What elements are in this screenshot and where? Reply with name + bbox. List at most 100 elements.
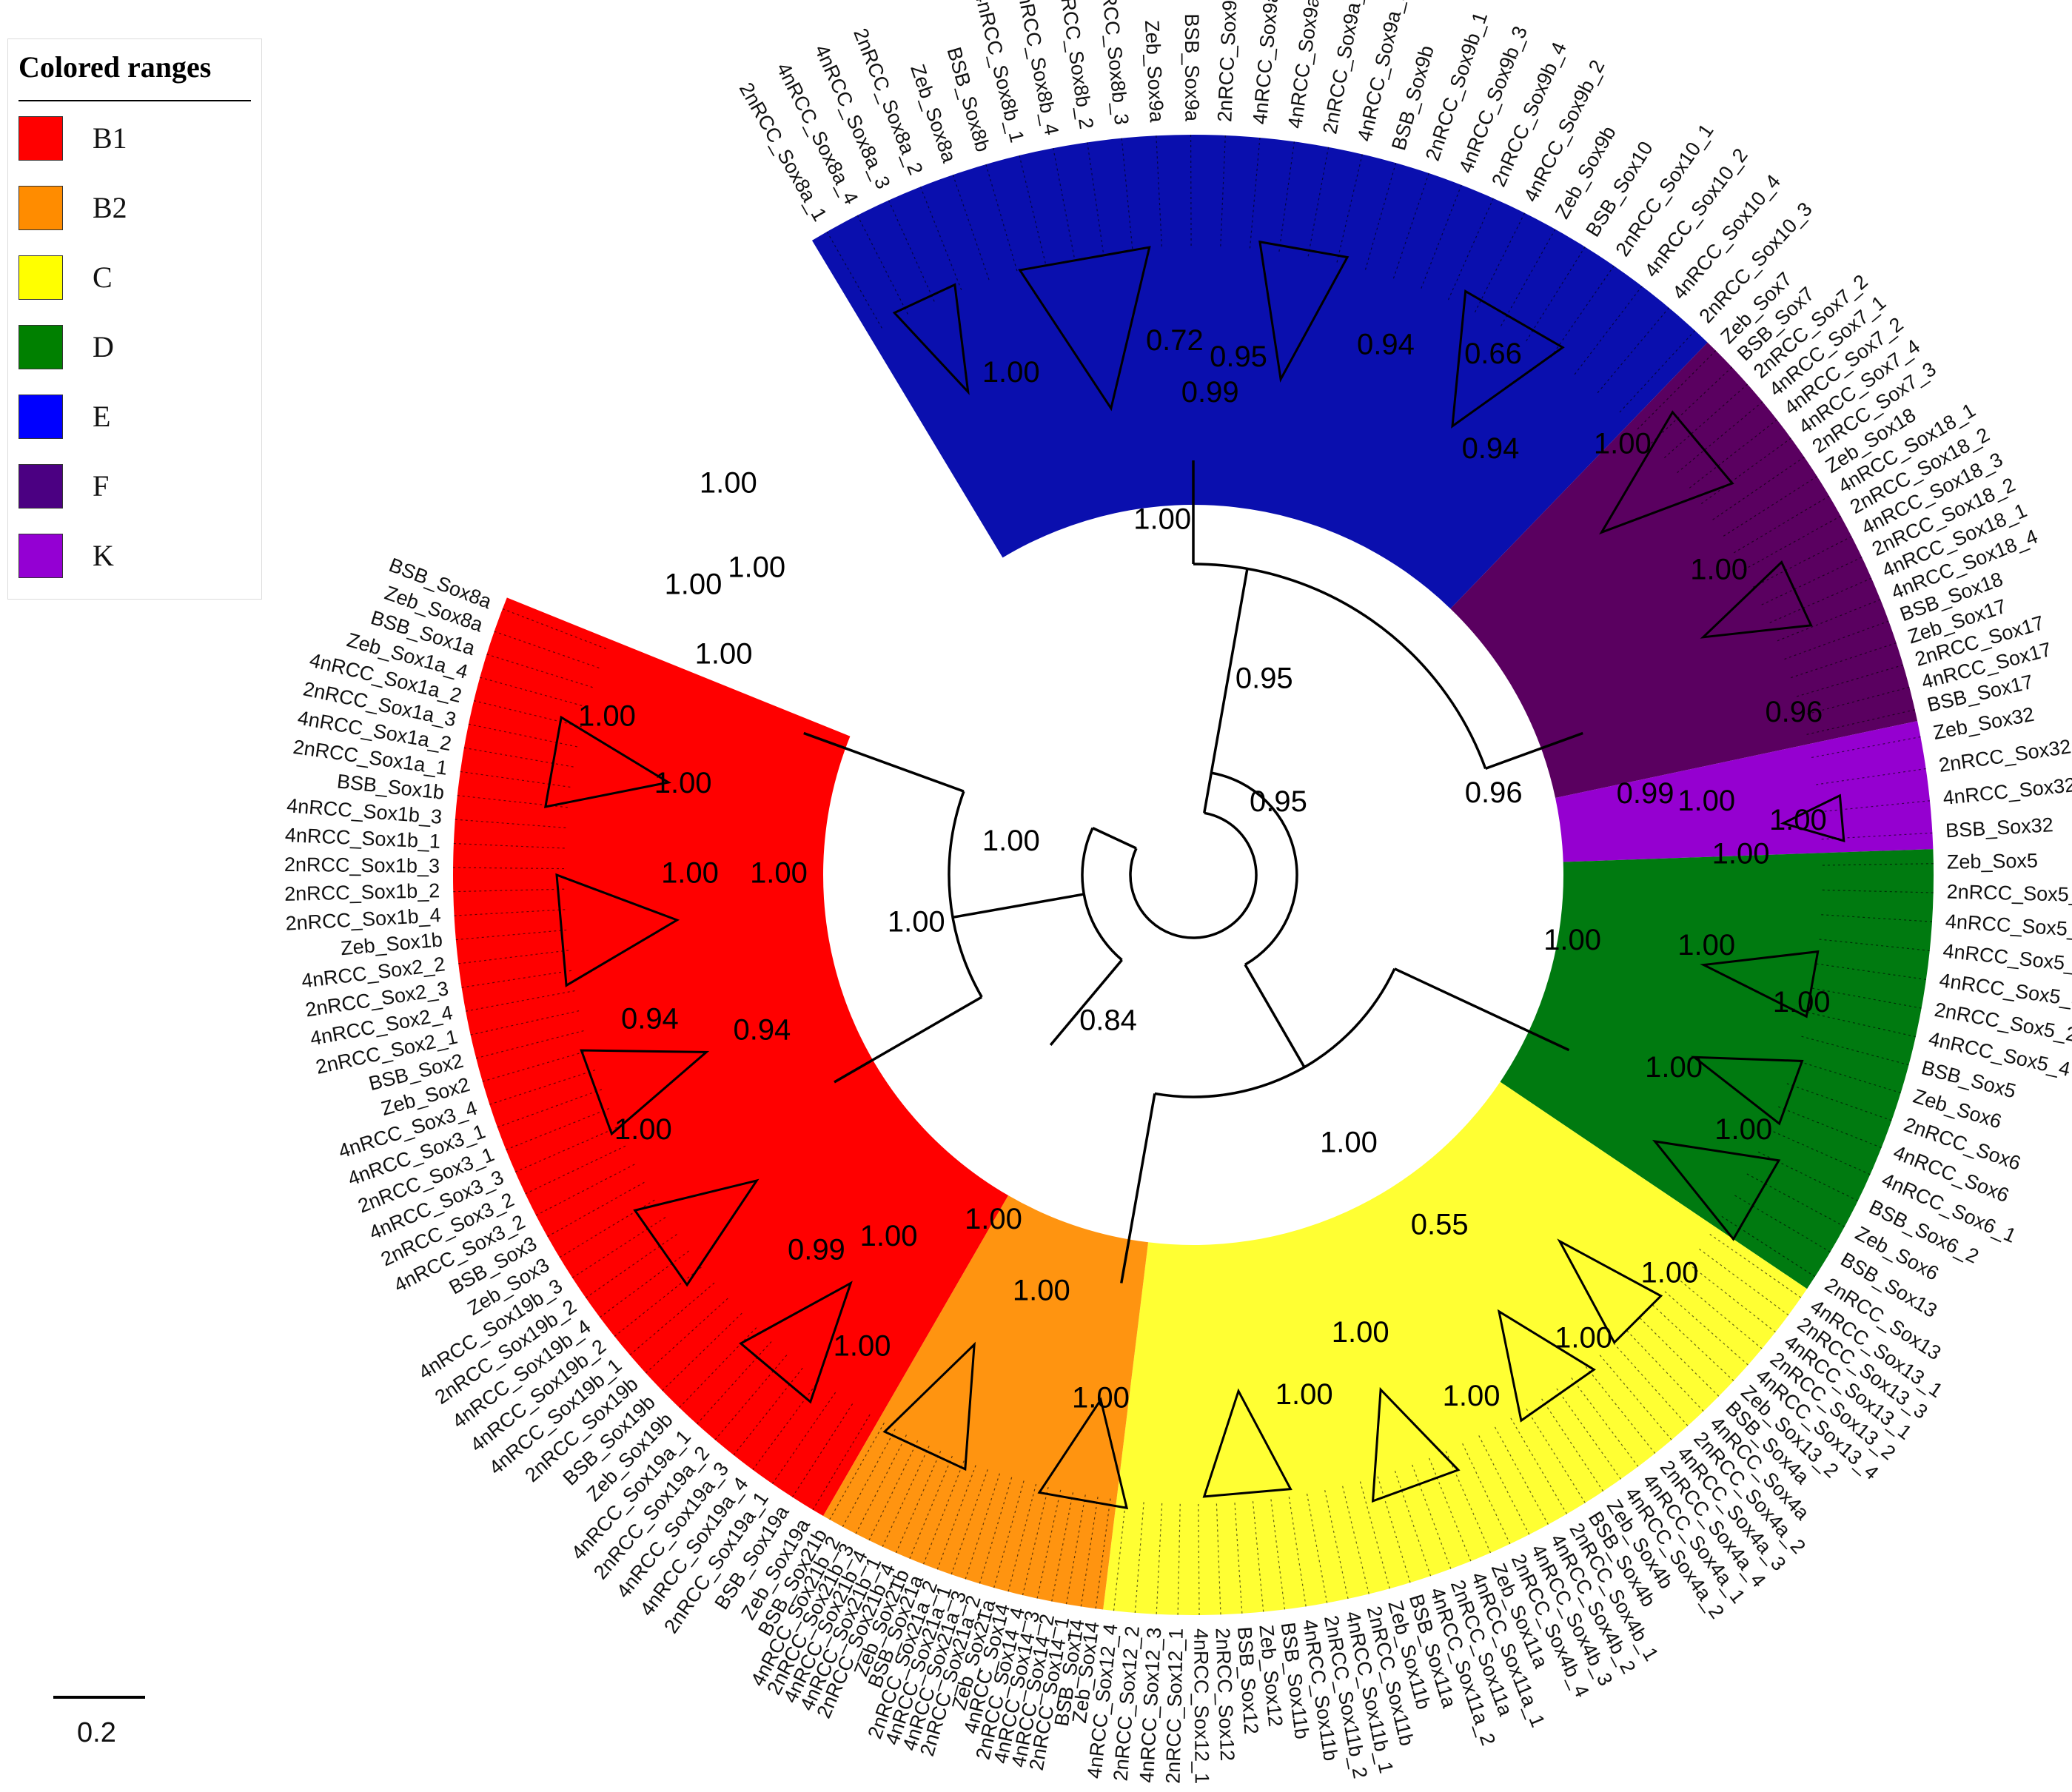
scale-bar <box>53 1696 145 1699</box>
legend-label-k: K <box>93 539 114 572</box>
collapsed-clade <box>543 715 672 808</box>
leaf-label: 4nRCC_Sox9a_4 <box>1249 0 1285 125</box>
tree-branch <box>1485 731 1583 770</box>
leaf-label: 2nRCC_Sox32 <box>1937 735 2072 776</box>
support-value: 0.94 <box>1462 432 1520 465</box>
leaf-label: Zeb_Sox5 <box>1947 850 2039 873</box>
support-value: 0.94 <box>1357 328 1415 360</box>
support-value: 1.00 <box>860 1220 918 1252</box>
support-value: 1.00 <box>1332 1316 1389 1349</box>
support-value: 1.00 <box>1320 1126 1378 1158</box>
support-value: 1.00 <box>1133 503 1191 535</box>
legend-swatch-c <box>19 255 63 300</box>
collapsed-clade <box>739 1281 853 1404</box>
leaf-label: 4nRCC_Sox32 <box>1942 773 2072 809</box>
collapsed-clade <box>1599 410 1734 535</box>
scale-bar-label: 0.2 <box>77 1717 116 1748</box>
support-value: 1.00 <box>1690 554 1748 586</box>
legend-label-f: F <box>93 469 110 503</box>
support-value: 1.00 <box>888 906 945 939</box>
legend-swatch-f <box>19 464 63 509</box>
collapsed-clade <box>1037 1397 1129 1510</box>
leaf-label: 4nRCC_Sox12_1 <box>1190 1628 1213 1784</box>
leaf-label: BSB_Sox9a <box>1181 13 1204 122</box>
support-value: 0.66 <box>1464 338 1522 370</box>
collapsed-clade <box>1700 560 1813 639</box>
legend-swatch-k <box>19 534 63 578</box>
legend-divider <box>19 100 251 101</box>
legend-label-b1: B1 <box>93 121 127 155</box>
leaf-label: Zeb_Sox9a <box>1141 19 1168 123</box>
collapsed-clade <box>1780 793 1845 842</box>
support-value: 0.94 <box>733 1014 791 1047</box>
support-value: 1.00 <box>1641 1257 1699 1289</box>
tree-branch <box>1210 568 1249 773</box>
support-value: 0.55 <box>1411 1209 1469 1241</box>
range-e <box>811 134 1708 609</box>
support-value: 1.00 <box>965 1203 1022 1235</box>
support-value: 0.84 <box>1079 1004 1137 1037</box>
collapsed-clade <box>555 873 680 987</box>
support-value: 0.95 <box>1250 785 1307 818</box>
collapsed-clade <box>1652 1139 1781 1241</box>
collapsed-clade <box>1258 240 1350 383</box>
support-value: 1.00 <box>1443 1380 1501 1412</box>
support-value: 1.00 <box>750 857 808 890</box>
support-value: 1.00 <box>982 356 1040 389</box>
tree-branch <box>1092 827 1137 850</box>
support-value: 1.00 <box>1769 804 1827 836</box>
support-value: 1.00 <box>1013 1274 1070 1306</box>
leaf-label: 2nRCC_Sox1b_2 <box>284 879 440 905</box>
range-b2 <box>823 1195 1149 1610</box>
support-value: 1.00 <box>665 568 722 601</box>
leaf-label: 2nRCC_Sox9a_1 <box>1213 0 1242 123</box>
leaf-label: 4nRCC_Sox9a_2 <box>1284 0 1327 130</box>
collapsed-clade <box>1018 246 1151 412</box>
legend-label-d: D <box>93 330 114 363</box>
support-value: 0.99 <box>1617 777 1674 810</box>
support-value: 1.00 <box>1677 929 1735 962</box>
tree-branch <box>1203 772 1213 813</box>
collapsed-clade <box>1557 1238 1663 1345</box>
tree-branch <box>948 791 983 998</box>
support-value: 1.00 <box>982 825 1040 857</box>
leaf-label: 2nRCC_Sox1b_3 <box>284 853 440 877</box>
support-value: 1.00 <box>654 767 712 799</box>
tree-branch <box>1049 959 1123 1046</box>
tree-branch <box>1244 964 1306 1068</box>
support-value: 0.95 <box>1210 340 1267 373</box>
range-c <box>1103 1081 1808 1615</box>
support-value: 0.72 <box>1146 324 1204 357</box>
legend-label-b2: B2 <box>93 191 127 224</box>
leaf-label: 2nRCC_Sox12_1 <box>1161 1628 1187 1784</box>
tree-branch <box>1081 827 1123 962</box>
legend-swatch-b1 <box>19 116 63 161</box>
support-value: 1.00 <box>1677 785 1735 817</box>
support-value: 0.94 <box>621 1002 679 1035</box>
tree-branch <box>1154 968 1396 1098</box>
range-f <box>1450 342 1918 799</box>
collapsed-clade <box>1371 1386 1461 1503</box>
legend-label-e: E <box>93 400 111 433</box>
support-value: 0.99 <box>1181 376 1239 409</box>
collapsed-clade <box>580 1049 710 1136</box>
collapsed-clade <box>1451 289 1565 429</box>
tree-branch <box>1120 1093 1156 1283</box>
leaf-label: 4nRCC_Sox5_2 <box>1945 910 2072 942</box>
support-value: 0.96 <box>1765 696 1823 728</box>
legend-label-c: C <box>93 261 113 294</box>
range-d <box>1500 849 1934 1289</box>
leaf-label: 4nRCC_Sox1b_1 <box>284 824 440 853</box>
support-value: 1.00 <box>1645 1051 1703 1084</box>
tree-branch <box>1129 811 1258 939</box>
support-value: 1.00 <box>661 857 719 890</box>
support-value: 1.00 <box>614 1113 672 1146</box>
tree-branch <box>803 731 965 793</box>
legend-title: Colored ranges <box>19 50 212 84</box>
tree-branch <box>952 893 1084 919</box>
collapsed-clade <box>633 1178 760 1287</box>
support-value: 1.00 <box>1555 1322 1612 1355</box>
legend-swatch-b2 <box>19 186 63 230</box>
leaf-label: 2nRCC_Sox5_1 <box>1946 881 2072 907</box>
